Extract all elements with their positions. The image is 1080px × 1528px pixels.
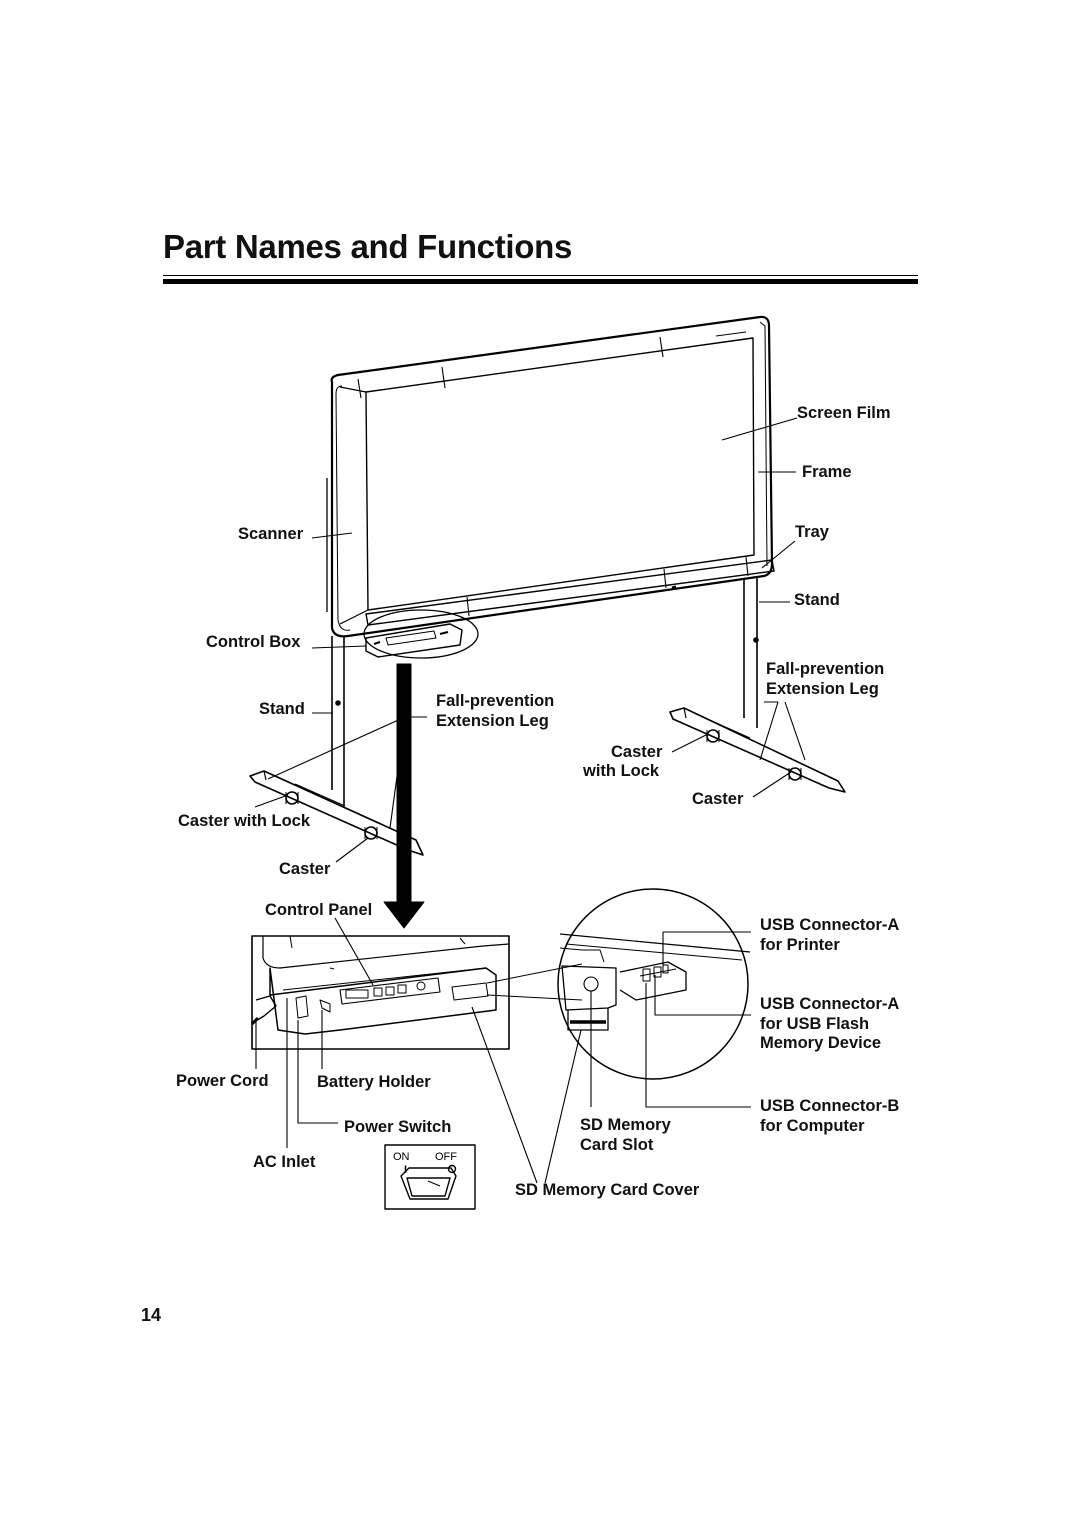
label-sd-memory-card-slot-2: Card Slot (580, 1136, 654, 1154)
label-power-cord: Power Cord (176, 1072, 269, 1090)
switch-on-symbol: I (404, 1164, 407, 1176)
label-stand-right: Stand (794, 591, 840, 609)
page-title: Part Names and Functions (163, 228, 573, 265)
label-frame: Frame (802, 463, 852, 481)
label-power-switch: Power Switch (344, 1118, 452, 1136)
label-battery-holder: Battery Holder (317, 1073, 431, 1091)
switch-off-label: OFF (435, 1151, 457, 1163)
label-caster-with-lock-left: Caster with Lock (178, 812, 311, 830)
label-caster-right: Caster (692, 790, 744, 808)
label-extension-leg-right: Extension Leg (766, 680, 879, 698)
left-stand (249, 478, 424, 856)
control-panel-detail (250, 935, 583, 1050)
label-caster-with-lock-right-2: with Lock (583, 762, 660, 780)
label-sd-memory-card-slot-1: SD Memory (580, 1116, 671, 1134)
label-scanner: Scanner (238, 525, 304, 543)
label-usb-a-flash-3: Memory Device (760, 1034, 882, 1052)
label-caster-with-lock-right-1: Caster (611, 743, 663, 761)
label-usb-a-flash-1: USB Connector-A (760, 995, 900, 1013)
label-usb-b-computer-2: for Computer (760, 1117, 865, 1135)
label-extension-leg-center: Extension Leg (436, 712, 549, 730)
title-rule-thin (163, 275, 918, 276)
label-usb-b-computer-1: USB Connector-B (760, 1097, 900, 1115)
whiteboard-frame (330, 315, 775, 638)
label-stand-left: Stand (259, 700, 305, 718)
label-fall-prevention-center: Fall-prevention (436, 692, 555, 710)
label-usb-a-printer-2: for Printer (760, 936, 840, 954)
label-usb-a-printer-1: USB Connector-A (760, 916, 900, 934)
label-fall-prevention-right: Fall-prevention (766, 660, 885, 678)
label-caster-left: Caster (279, 860, 331, 878)
label-control-box: Control Box (206, 633, 301, 651)
label-screen-film: Screen Film (797, 404, 891, 422)
power-switch-icon (384, 1144, 476, 1210)
leader-lines-lower (255, 917, 751, 1184)
page-number: 14 (141, 1305, 162, 1325)
right-stand (669, 578, 846, 793)
label-usb-a-flash-2: for USB Flash (760, 1015, 870, 1033)
label-sd-memory-card-cover: SD Memory Card Cover (515, 1181, 700, 1199)
label-ac-inlet: AC Inlet (253, 1153, 316, 1171)
down-arrow-icon (383, 663, 425, 929)
usb-detail-circle (557, 888, 751, 1080)
label-control-panel: Control Panel (265, 901, 373, 919)
label-tray: Tray (795, 523, 829, 541)
switch-on-label: ON (393, 1151, 410, 1163)
title-rule-thick (163, 279, 918, 284)
control-box (363, 609, 479, 659)
